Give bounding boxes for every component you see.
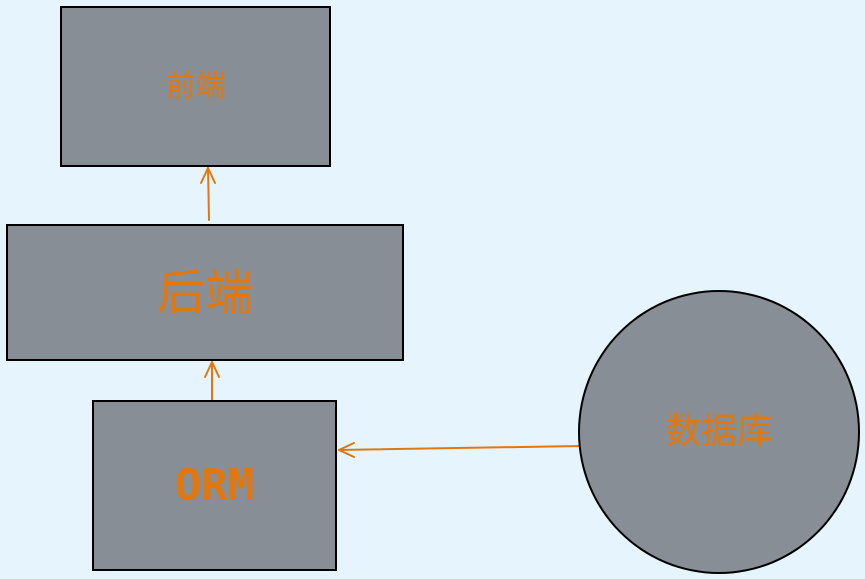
node-orm[interactable]: ORM <box>92 400 337 571</box>
node-frontend-label: 前端 <box>165 68 226 104</box>
edge-database-to-orm <box>338 442 581 458</box>
node-database-label: 数据库 <box>664 411 773 452</box>
edge-backend-to-frontend <box>200 167 216 221</box>
node-backend[interactable]: 后端 <box>6 224 404 361</box>
node-backend-label: 后端 <box>156 264 253 321</box>
node-database[interactable]: 数据库 <box>578 290 860 574</box>
node-frontend[interactable]: 前端 <box>60 6 331 167</box>
edge-orm-to-backend <box>204 361 220 402</box>
node-orm-label: ORM <box>174 459 255 511</box>
